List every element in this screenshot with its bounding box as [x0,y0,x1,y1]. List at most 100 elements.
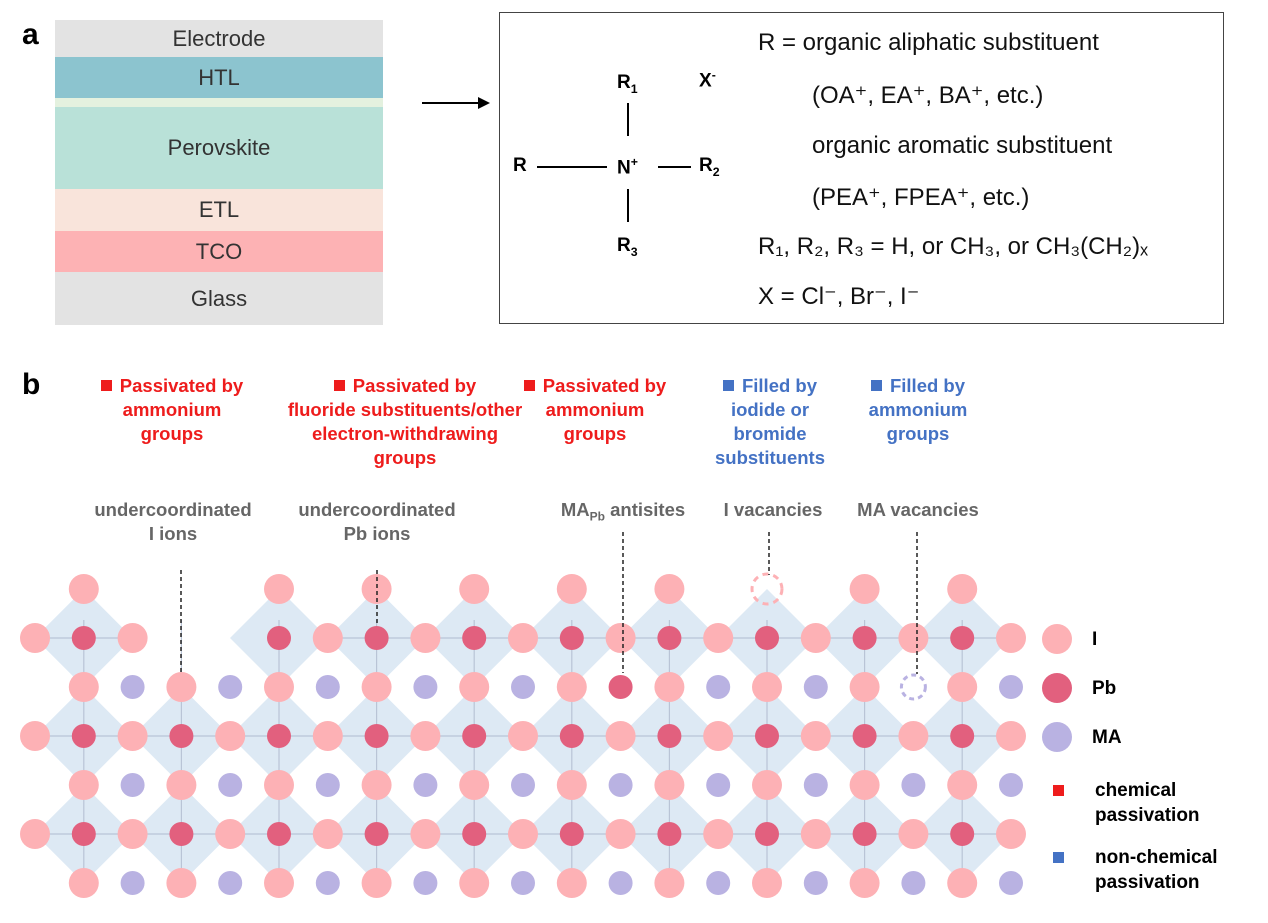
defect-undercoordinated-pb: undercoordinated Pb ions [298,499,456,544]
lead-ion [852,626,877,650]
iodide-ion [898,721,929,751]
def-line-2: (OA⁺, EA⁺, BA⁺, etc.) [812,82,1044,109]
lead-ion [364,822,389,846]
iodide-ion [800,819,831,849]
iodide-ion [556,868,587,898]
layer-label: Electrode [172,25,266,51]
iodide-ion [312,819,343,849]
iodide-ion [410,819,441,849]
ma-vacancy-circle [899,673,927,701]
iodide-ion [312,721,343,751]
legend-chemical-label: chemical passivation [1095,780,1200,826]
iodide-ion [947,574,978,604]
iodide-ion [117,819,148,849]
antisite-pb-ion [608,675,633,699]
iodide-ion [556,672,587,702]
def-line-4: (PEA⁺, FPEA⁺, etc.) [812,184,1030,211]
bond-right [658,166,691,168]
layer-label: Perovskite [167,135,271,160]
def-line-1: R = organic aliphatic substituent [758,29,1099,56]
bond-up [627,103,629,136]
iodide-ion [703,721,734,751]
bond-left [537,166,607,168]
def-line-6: X = Cl⁻, Br⁻, I⁻ [758,283,920,310]
iodide-ion [996,623,1026,653]
iodide-ion [166,868,197,898]
layer-label: Glass [190,285,248,311]
defect-i-vacancies: I vacancies [723,499,823,520]
methylammonium-ion [315,675,340,699]
iodide-ion [752,868,782,898]
defect-ma-vacancies: MA vacancies [857,499,979,520]
iodide-ion [605,623,636,653]
iodide-ion [264,868,294,898]
legend-ma-dot [1042,722,1072,752]
iodide-ion [361,770,392,800]
iodide-ion [459,672,490,702]
iodide-ion [898,623,929,653]
iodide-ion [361,672,392,702]
layer-glass: Glass [55,272,383,325]
methylammonium-ion [999,675,1023,699]
lead-ion [559,626,584,650]
mol-x: X- [699,68,716,92]
iodide-ion [703,623,734,653]
iodide-ion [752,770,782,800]
i-vacancy-circle [750,572,784,606]
methylammonium-ion [120,871,145,895]
methylammonium-ion [218,871,243,895]
layer-htl: HTL [55,57,383,98]
lead-ion [950,724,975,748]
methylammonium-ion [999,871,1023,895]
strategy-chemical-2: Passivated by fluoride substituents/othe… [287,375,523,468]
iodide-ion [508,623,538,653]
layer-label: HTL [198,64,240,90]
iodide-ion [654,672,685,702]
iodide-ion [410,721,441,751]
methylammonium-ion [413,675,438,699]
legend-pb-dot [1042,673,1072,703]
lead-ion [364,724,389,748]
layer-interface [55,98,383,107]
strategy-chemical-3: Passivated by ammonium groups [505,374,685,446]
methylammonium-ion [218,675,243,699]
iodide-ion [898,819,929,849]
methylammonium-ion [706,675,731,699]
methylammonium-ion [901,773,926,797]
methylammonium-ion [120,675,145,699]
layer-etl: ETL [55,189,383,231]
iodide-ion [654,770,685,800]
lead-ion [559,822,584,846]
methylammonium-ion [999,773,1023,797]
layer-electrode: Electrode [55,20,383,57]
iodide-ion [605,819,636,849]
panel-a-label: a [22,18,39,51]
legend-pb-label: Pb [1092,678,1117,699]
iodide-ion [556,770,587,800]
def-line-5: R₁, R₂, R₃ = H, or CH₃, or CH₃(CH₂)ₓ [758,233,1148,260]
defect-undercoordinated-i: undercoordinated I ions [94,499,252,544]
iodide-ion [264,672,294,702]
methylammonium-ion [803,675,828,699]
methylammonium-ion [706,773,731,797]
chemical-square-icon [100,380,112,391]
strategy-nonchemical-2: Filled by ammonium groups [868,375,968,444]
methylammonium-ion [511,675,535,699]
iodide-ion [215,721,246,751]
strategy-nonchemical-1: Filled by iodide or bromide substituents [715,375,825,468]
iodide-ion [849,574,880,604]
iodide-ion [947,770,978,800]
iodide-ion [20,721,50,751]
methylammonium-ion [706,871,731,895]
lead-ion [950,822,975,846]
layer-tco: TCO [55,231,383,272]
methylammonium-ion [511,773,535,797]
bond-down [627,189,629,222]
legend-nonchemical-label: non-chemical passivation [1095,847,1218,893]
methylammonium-ion [511,871,535,895]
iodide-ion [312,623,343,653]
legend-chemical-square-icon [1053,785,1064,796]
lead-ion [71,626,96,650]
